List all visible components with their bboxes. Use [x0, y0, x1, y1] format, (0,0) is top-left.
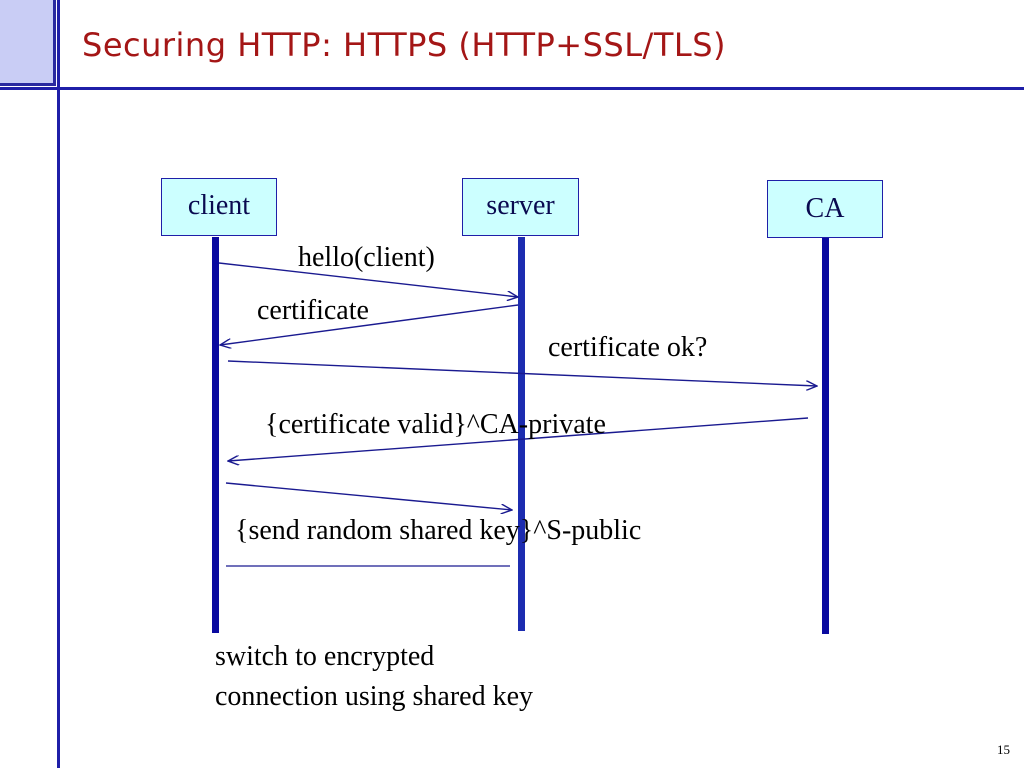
horizontal-rule [0, 87, 1024, 90]
certificate-valid-label: {certificate valid}^CA-private [265, 409, 606, 440]
hello-label: hello(client) [298, 242, 435, 273]
certificate-ok-label: certificate ok? [548, 332, 708, 363]
ca-actor-box: CA [767, 180, 883, 238]
page-number: 15 [997, 742, 1010, 757]
slide-title: Securing HTTP: HTTPS (HTTP+SSL/TLS) [82, 26, 726, 64]
client-lifeline [212, 237, 219, 633]
note-line-1: switch to encrypted [215, 641, 435, 672]
certificate-label: certificate [257, 295, 369, 326]
certificate-arrow [220, 304, 519, 345]
send-key-label: {send random shared key}^S-public [235, 515, 642, 546]
note-line-2: connection using shared key [215, 681, 534, 712]
send-key-arrow [225, 482, 512, 510]
client-actor-box: client [161, 178, 277, 236]
ca-actor-label: CA [805, 193, 845, 224]
certificate-valid-arrow [228, 417, 809, 461]
client-actor-label: client [187, 190, 251, 221]
hello-arrow [218, 262, 518, 297]
vertical-rule [57, 0, 60, 768]
server-actor-box: server [462, 178, 579, 236]
ca-lifeline [822, 237, 829, 634]
server-actor-label: server [486, 190, 555, 221]
corner-decoration [0, 0, 56, 86]
certificate-ok-arrow [227, 360, 817, 386]
server-lifeline [518, 237, 525, 631]
